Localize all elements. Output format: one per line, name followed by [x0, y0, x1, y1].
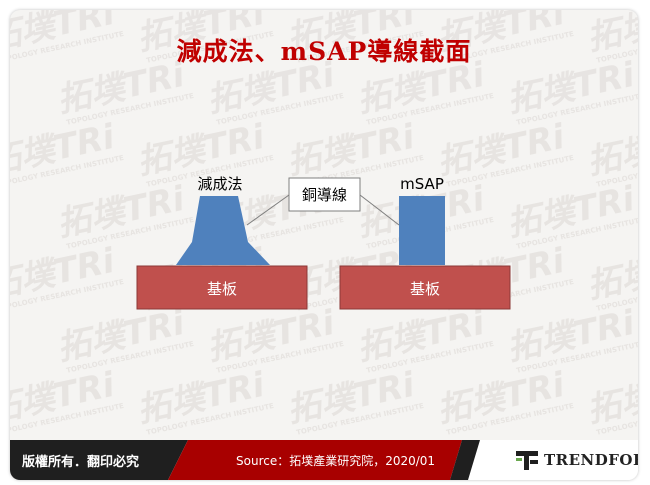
- connector-line-right: [359, 194, 400, 226]
- cross-section-diagram: 銅導線 減成法 mSAP 基板 基板: [136, 175, 511, 310]
- copper-line-label: 銅導線: [302, 186, 347, 204]
- trendforce-logo-icon: [516, 451, 538, 470]
- substrate-right: [339, 265, 511, 310]
- msap-label: mSAP: [400, 175, 444, 193]
- footer-bar: [10, 440, 638, 480]
- msap-conductor: [399, 196, 445, 265]
- substrate-left-label: 基板: [207, 280, 237, 298]
- subtractive-label: 減成法: [197, 175, 242, 193]
- subtractive-conductor: [176, 196, 270, 265]
- substrate-left: [136, 265, 308, 310]
- copyright-text: 版權所有．翻印必究: [22, 455, 140, 470]
- footer: 版權所有．翻印必究 Source：拓墣產業研究院，2020/01 TRENDFO…: [10, 440, 638, 480]
- trendforce-logo: TRENDFORCE: [516, 448, 638, 472]
- page-title: 減成法、mSAP導線截面: [176, 37, 472, 66]
- trendforce-brand: TRENDFORCE: [544, 451, 638, 469]
- copper-line-label-box: [288, 177, 361, 212]
- connector-line-left: [246, 194, 290, 226]
- substrate-right-label: 基板: [410, 280, 440, 298]
- source-text: Source：拓墣產業研究院，2020/01: [236, 454, 436, 468]
